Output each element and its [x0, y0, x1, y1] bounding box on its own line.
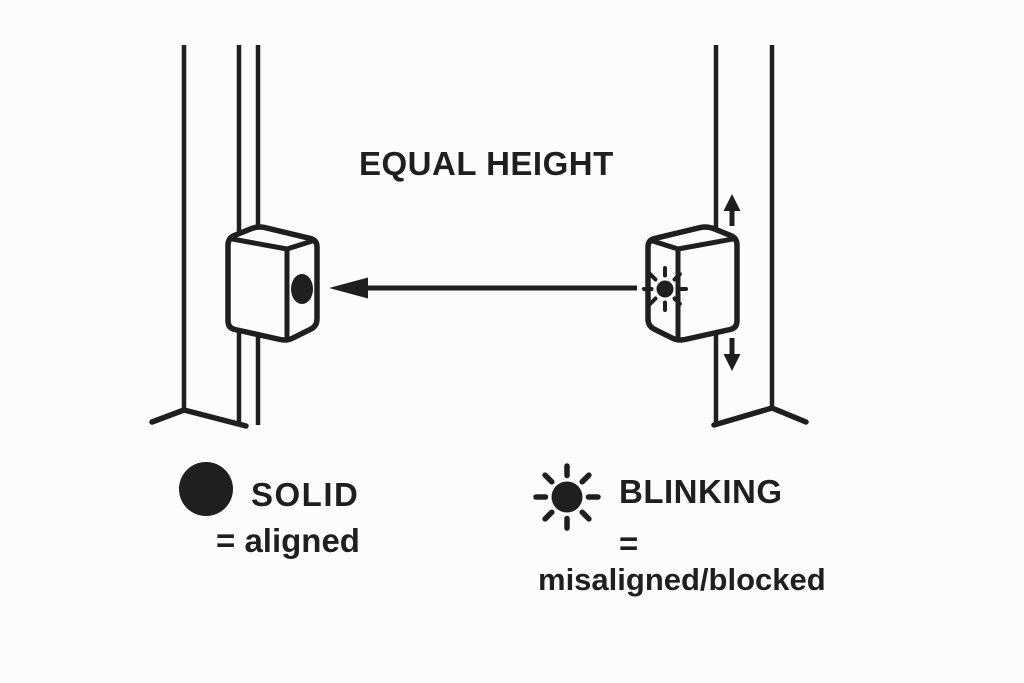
solid-dot-icon — [291, 274, 313, 304]
legend-blinking-equals: = — [619, 525, 639, 562]
left-sensor-box — [225, 224, 320, 343]
legend-solid-label: SOLID — [251, 476, 360, 513]
legend-solid-meaning: = aligned — [216, 522, 360, 559]
right-sensor-box — [645, 224, 740, 343]
legend-blinking-meaning: misaligned/blocked — [538, 562, 826, 597]
blinking-sun-icon — [642, 266, 688, 312]
left-floor-line — [149, 407, 249, 429]
legend-blinking-label: BLINKING — [619, 473, 783, 510]
legend-blinking-sun-icon — [533, 463, 601, 531]
diagram-title: EQUAL HEIGHT — [359, 145, 614, 182]
right-floor-line — [711, 405, 809, 428]
legend-solid-circle-icon — [179, 462, 233, 516]
down-arrow-icon — [723, 338, 741, 371]
up-arrow-icon — [723, 194, 741, 226]
left-arrow-icon — [329, 277, 637, 299]
